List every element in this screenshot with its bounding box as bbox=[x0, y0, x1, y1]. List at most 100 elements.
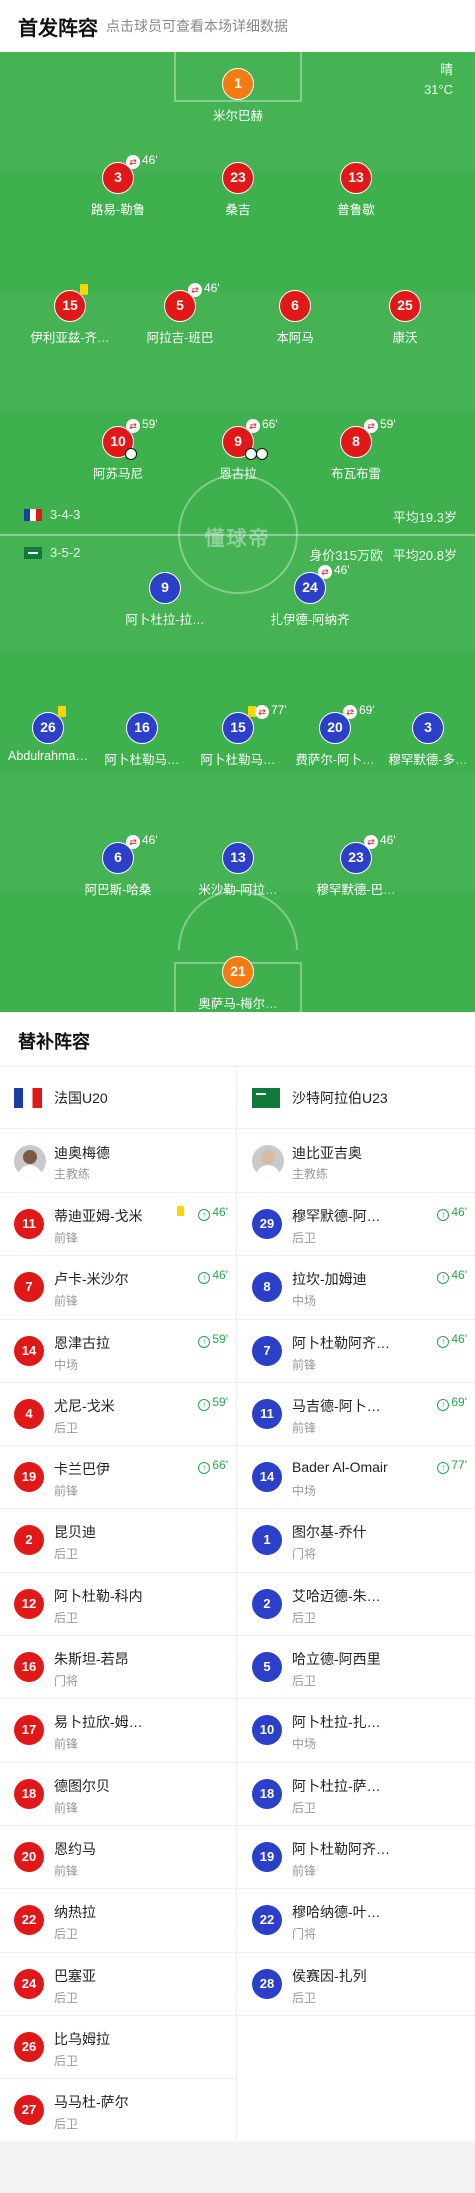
coach-avatar bbox=[14, 1145, 46, 1177]
player-position: 门将 bbox=[292, 1547, 317, 1562]
sub-in-arrow-icon: ↑ bbox=[198, 1398, 211, 1411]
sub-in-indicator: ↑77' bbox=[437, 1458, 467, 1475]
player-position: 前锋 bbox=[292, 1420, 317, 1435]
player-name: 米沙勒-阿拉… bbox=[198, 883, 278, 897]
sub-time: 46' bbox=[142, 153, 158, 167]
home-coach[interactable]: 迪奥梅德 主教练 bbox=[0, 1129, 236, 1193]
yellow-card-icon bbox=[248, 706, 256, 717]
coach-name: 迪奥梅德 bbox=[54, 1145, 110, 1161]
home-player[interactable]: 8⇄59'布瓦布雷 bbox=[301, 417, 411, 482]
away-player[interactable]: 24⇄46'扎伊德-阿纳齐 bbox=[255, 563, 365, 628]
player-name: 卡兰巴伊 bbox=[54, 1461, 110, 1478]
player-name: 桑吉 bbox=[225, 203, 251, 217]
player-position: 前锋 bbox=[292, 1357, 317, 1372]
player-position: 后卫 bbox=[54, 1990, 79, 2005]
player-number: 9 bbox=[149, 572, 181, 604]
away-player[interactable]: 6⇄46'阿巴斯-哈桑 bbox=[63, 833, 173, 898]
player-number: 12 bbox=[14, 1588, 44, 1619]
substitution-icon: ⇄ bbox=[364, 835, 378, 849]
coach-role: 主教练 bbox=[54, 1167, 91, 1181]
player-name: 阿卜杜拉-萨… bbox=[292, 1777, 381, 1794]
player-name: 蒂迪亚姆-戈米 bbox=[54, 1208, 143, 1224]
home-player[interactable]: 9⇄66'恩古拉 bbox=[183, 417, 293, 482]
weather-temperature: 31°C bbox=[423, 82, 453, 97]
sub-in-indicator: ↑46' bbox=[198, 1205, 228, 1221]
sub-in-indicator: ↑59' bbox=[198, 1332, 228, 1348]
player-name: 哈立德-阿西里 bbox=[292, 1651, 381, 1668]
sub-in-arrow-icon: ↑ bbox=[198, 1209, 211, 1221]
sub-in-time: 59' bbox=[212, 1331, 228, 1346]
coach-name: 迪比亚吉奥 bbox=[292, 1145, 362, 1161]
header-hint: 点击球员可查看本场详细数据 bbox=[106, 18, 288, 34]
player-name: 比乌姆拉 bbox=[54, 2030, 110, 2047]
away-player[interactable]: 20⇄69'费萨尔-阿卜… bbox=[280, 703, 390, 768]
player-position: 后卫 bbox=[54, 2117, 79, 2132]
home-player[interactable]: 10⇄59'阿苏马尼 bbox=[63, 417, 173, 482]
player-name: Bader Al-Omair bbox=[292, 1459, 388, 1476]
sub-in-indicator: ↑46' bbox=[437, 1332, 467, 1348]
sub-time: 46' bbox=[142, 833, 158, 847]
away-player[interactable]: 23⇄46'穆罕默德-巴… bbox=[301, 833, 411, 898]
sub-in-arrow-icon: ↑ bbox=[198, 1272, 211, 1285]
sub-in-time: 46' bbox=[212, 1205, 228, 1219]
away-sub-row[interactable]: 1 图尔基-乔什门将 bbox=[238, 1509, 475, 1573]
player-name: 恩津古拉 bbox=[54, 1334, 110, 1351]
sub-time: 46' bbox=[380, 833, 396, 847]
player-number: 27 bbox=[14, 2095, 44, 2126]
player-number: 1 bbox=[252, 1525, 282, 1556]
center-circle bbox=[178, 474, 298, 594]
player-position: 前锋 bbox=[54, 1737, 79, 1752]
player-name: 阿卜杜勒马… bbox=[104, 753, 180, 767]
player-name: 阿苏马尼 bbox=[92, 467, 143, 481]
home-player[interactable]: 3⇄46'路易-勒鲁 bbox=[63, 153, 173, 218]
player-position: 后卫 bbox=[54, 1927, 79, 1942]
away-coach[interactable]: 迪比亚吉奥 主教练 bbox=[238, 1129, 475, 1193]
player-name: 阿拉吉-班巴 bbox=[146, 331, 214, 345]
home-avg-age: 平均19.3岁 bbox=[392, 510, 457, 525]
player-name: 阿卜杜勒马… bbox=[200, 753, 276, 767]
away-player[interactable]: 15⇄77'阿卜杜勒马… bbox=[183, 703, 293, 768]
player-name: 马吉德-阿卜… bbox=[292, 1397, 381, 1414]
home-player[interactable]: 5⇄46'阿拉吉-班巴 bbox=[125, 281, 235, 346]
player-name: 图尔基-乔什 bbox=[292, 1524, 367, 1541]
